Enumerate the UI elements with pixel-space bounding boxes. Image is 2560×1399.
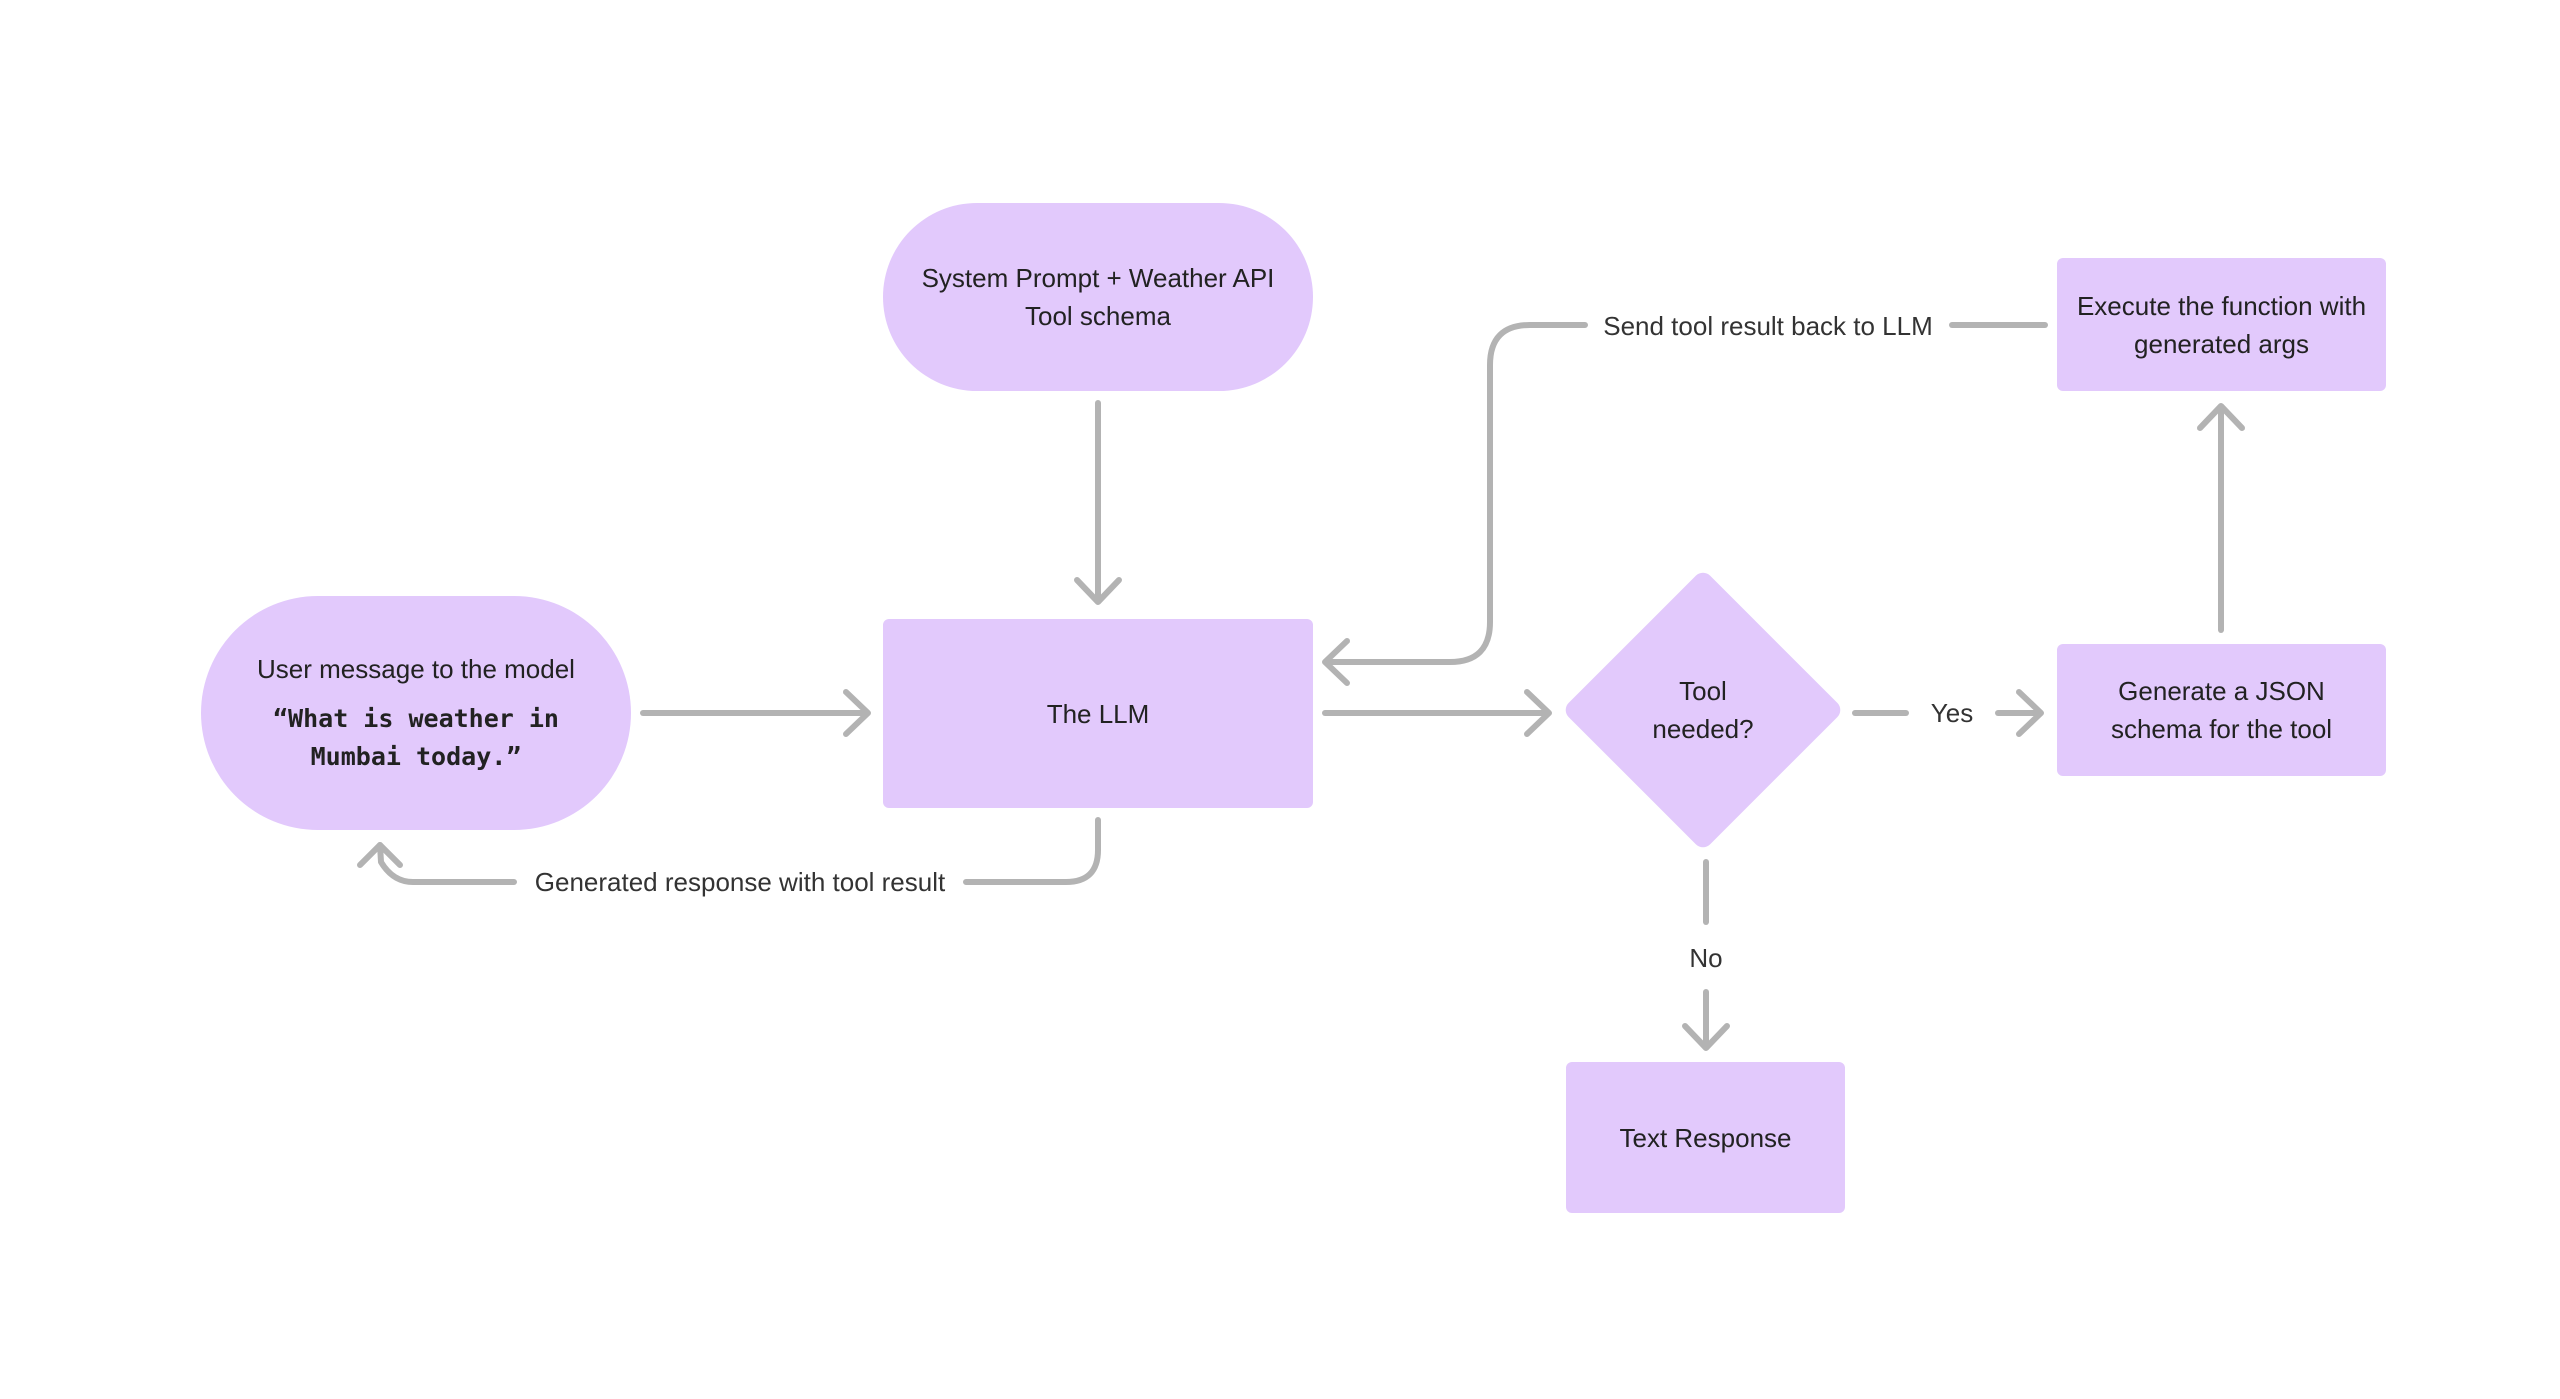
- user-message-quote-line-2: Mumbai today.”: [310, 742, 522, 771]
- arrow-system-to-llm: [1074, 400, 1122, 605]
- edge-label-send-back: Send tool result back to LLM: [1595, 309, 1941, 343]
- arrow-json-to-execute: [2197, 403, 2245, 633]
- arrow-decision-to-json: [1852, 689, 2044, 737]
- edge-label-no: No: [1681, 941, 1731, 975]
- system-prompt-node: System Prompt + Weather API Tool schema: [883, 203, 1313, 391]
- generate-json-line-1: Generate a JSON: [2118, 676, 2325, 706]
- text-response-node: Text Response: [1566, 1062, 1845, 1213]
- user-message-node: User message to the model “What is weath…: [201, 596, 631, 830]
- execute-function-node: Execute the function with generated args: [2057, 258, 2386, 391]
- generate-json-node: Generate a JSON schema for the tool: [2057, 644, 2386, 776]
- user-message-title: User message to the model: [257, 654, 575, 684]
- llm-node: The LLM: [883, 619, 1313, 808]
- text-response-label: Text Response: [1619, 1122, 1792, 1153]
- user-message-quote-line-1: “What is weather in: [273, 704, 559, 733]
- arrow-llm-to-decision: [1322, 689, 1552, 737]
- system-prompt-line-2: Tool schema: [1025, 301, 1171, 331]
- decision-line-2: needed?: [1652, 714, 1754, 744]
- arrow-user-to-llm: [640, 689, 871, 737]
- arrow-llm-to-user: [357, 817, 1101, 885]
- decision-line-1: Tool: [1679, 676, 1727, 706]
- arrow-decision-to-text: [1682, 859, 1730, 1051]
- system-prompt-line-1: System Prompt + Weather API: [921, 263, 1275, 293]
- edge-label-generated-response: Generated response with tool result: [526, 865, 954, 899]
- edge-label-yes: Yes: [1922, 696, 1982, 730]
- arrow-execute-to-llm: [1322, 322, 2048, 686]
- execute-line-1: Execute the function with: [2076, 290, 2367, 321]
- decision-text: Tool needed?: [1566, 620, 1840, 800]
- generate-json-line-2: schema for the tool: [2110, 714, 2333, 744]
- llm-label: The LLM: [1046, 698, 1150, 729]
- execute-line-2: generated args: [2134, 328, 2309, 359]
- user-message-quote: “What is weather in Mumbai today.”: [273, 700, 559, 776]
